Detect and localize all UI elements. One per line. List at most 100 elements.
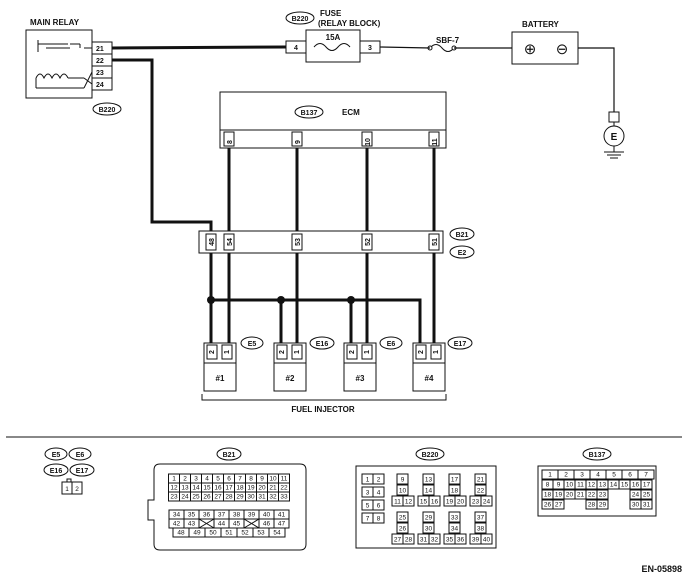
view-tag-b220: B220 xyxy=(422,452,439,459)
b220-pin-16-cell xyxy=(428,495,441,507)
b21-pin-3: 3 xyxy=(194,476,198,483)
ecm-pin-8: 8 xyxy=(227,140,234,144)
fuse-rating: 15A xyxy=(326,33,341,42)
b220-pin-7: 7 xyxy=(366,516,370,523)
b220-pin-2-cell xyxy=(372,473,385,485)
b220-pin-15: 15 xyxy=(420,499,428,506)
b137-pin-17-cell xyxy=(640,479,653,490)
view-tag-e5: E5 xyxy=(52,452,61,459)
ecm-connector-tag: B137 xyxy=(301,110,318,117)
b220-pin-35: 35 xyxy=(446,537,454,544)
b21-pin-15: 15 xyxy=(203,485,211,492)
b21-pin-53: 53 xyxy=(257,530,265,537)
b220-pin-14-cell xyxy=(422,484,435,496)
b220-pin-1: 1 xyxy=(366,477,370,484)
harness-pin-48: 48 xyxy=(209,238,216,246)
b220-pin-18-cell xyxy=(448,484,461,496)
b137-pin-19: 19 xyxy=(555,492,563,499)
sbf-label: SBF-7 xyxy=(436,36,460,45)
b21-pin-52: 52 xyxy=(241,530,249,537)
b137-pin-14: 14 xyxy=(610,482,618,489)
b137-pin-31-cell xyxy=(640,499,653,510)
injector-2: 2 1 #2 E16 xyxy=(273,336,335,392)
ecm-pin-11: 11 xyxy=(432,138,439,146)
b220-pin-40: 40 xyxy=(483,537,491,544)
b137-pin-8: 8 xyxy=(546,482,550,489)
b220-pin-36-cell xyxy=(454,533,467,545)
b21-pin-47: 47 xyxy=(278,521,286,528)
b137-pin-31: 31 xyxy=(643,502,651,509)
b21-pin-33: 33 xyxy=(280,494,288,501)
b137-pin-4: 4 xyxy=(596,472,600,479)
b220-pin-38: 38 xyxy=(477,526,485,533)
b220-pin-21-cell xyxy=(474,473,487,485)
injector-3-tag: E6 xyxy=(387,341,396,348)
fuse: B220 FUSE (RELAY BLOCK) 4 15A 3 xyxy=(285,9,381,63)
injector-caption: FUEL INJECTOR xyxy=(291,405,354,414)
b137-pin-28: 28 xyxy=(588,502,596,509)
b137-pin-25-cell xyxy=(640,489,653,500)
injector-1-pin-2: 2 xyxy=(209,350,216,354)
b21-pin-9: 9 xyxy=(260,476,264,483)
b21-pin-22: 22 xyxy=(280,485,288,492)
fusible-link-icon xyxy=(429,44,455,52)
battery-minus-icon: ⊖ xyxy=(556,41,569,58)
b220-pin-20-cell xyxy=(454,495,467,507)
injector-3-pin-1: 1 xyxy=(364,350,371,354)
b220-pin-16: 16 xyxy=(431,499,439,506)
b21-pin-17: 17 xyxy=(225,485,233,492)
b137-pin-13: 13 xyxy=(599,482,607,489)
b21-pin-27: 27 xyxy=(214,494,222,501)
ecm-pin-9: 9 xyxy=(295,140,302,144)
b21-pin-5: 5 xyxy=(216,476,220,483)
b137-pin-15: 15 xyxy=(621,482,629,489)
b220-pin-2: 2 xyxy=(377,477,381,484)
main-relay-body xyxy=(25,29,93,99)
b21-pin-12: 12 xyxy=(170,485,178,492)
b21-pin-54: 54 xyxy=(273,530,281,537)
b220-pin-17: 17 xyxy=(451,477,459,484)
injector-1-label: #1 xyxy=(216,374,225,383)
ground-label: E xyxy=(611,132,618,143)
b21-pin-2: 2 xyxy=(183,476,187,483)
b21-pin-11: 11 xyxy=(281,476,288,483)
b220-pin-13-cell xyxy=(422,473,435,485)
injector-1-pin-1: 1 xyxy=(224,350,231,354)
b137-pin-21: 21 xyxy=(577,492,585,499)
b137-pin-16: 16 xyxy=(632,482,640,489)
ecm-title: ECM xyxy=(342,108,360,117)
b21-pin-25: 25 xyxy=(192,494,200,501)
injector-4: 2 1 #4 E17 xyxy=(412,336,473,392)
b220-pin-8: 8 xyxy=(377,516,381,523)
b220-pin-14: 14 xyxy=(425,488,433,495)
main-relay: MAIN RELAY 21 22 23 24 B220 xyxy=(25,18,122,116)
b21-pin-33-cell xyxy=(278,491,290,502)
b220-pin-21: 21 xyxy=(477,477,485,484)
injector-2-pin-2: 2 xyxy=(279,350,286,354)
harness-pin-51: 51 xyxy=(432,238,439,246)
b21-pin-4: 4 xyxy=(205,476,209,483)
b21-pin-8: 8 xyxy=(249,476,253,483)
injector-2-tag: E16 xyxy=(316,341,329,348)
battery-title: BATTERY xyxy=(522,20,560,29)
b220-pin-12-cell xyxy=(402,495,415,507)
b220-pin-10-cell xyxy=(396,484,409,496)
injector-2-label: #2 xyxy=(286,374,295,383)
b137-pin-27-cell xyxy=(552,499,565,510)
b137-pin-7: 7 xyxy=(644,472,648,479)
battery: BATTERY ⊕ ⊖ xyxy=(511,20,579,65)
b220-pin-13: 13 xyxy=(425,477,433,484)
b137-pin-11: 11 xyxy=(577,482,584,489)
b21-pin-14: 14 xyxy=(192,485,200,492)
b137-pin-24: 24 xyxy=(632,492,640,499)
b220-pin-22-cell xyxy=(474,484,487,496)
b137-pin-22: 22 xyxy=(588,492,596,499)
b21-pin-49: 49 xyxy=(193,530,201,537)
b220-pin-29: 29 xyxy=(425,515,433,522)
b220-pin-39: 39 xyxy=(472,537,480,544)
b220-pin-28-cell xyxy=(402,533,415,545)
harness-tag-b21: B21 xyxy=(456,232,469,239)
